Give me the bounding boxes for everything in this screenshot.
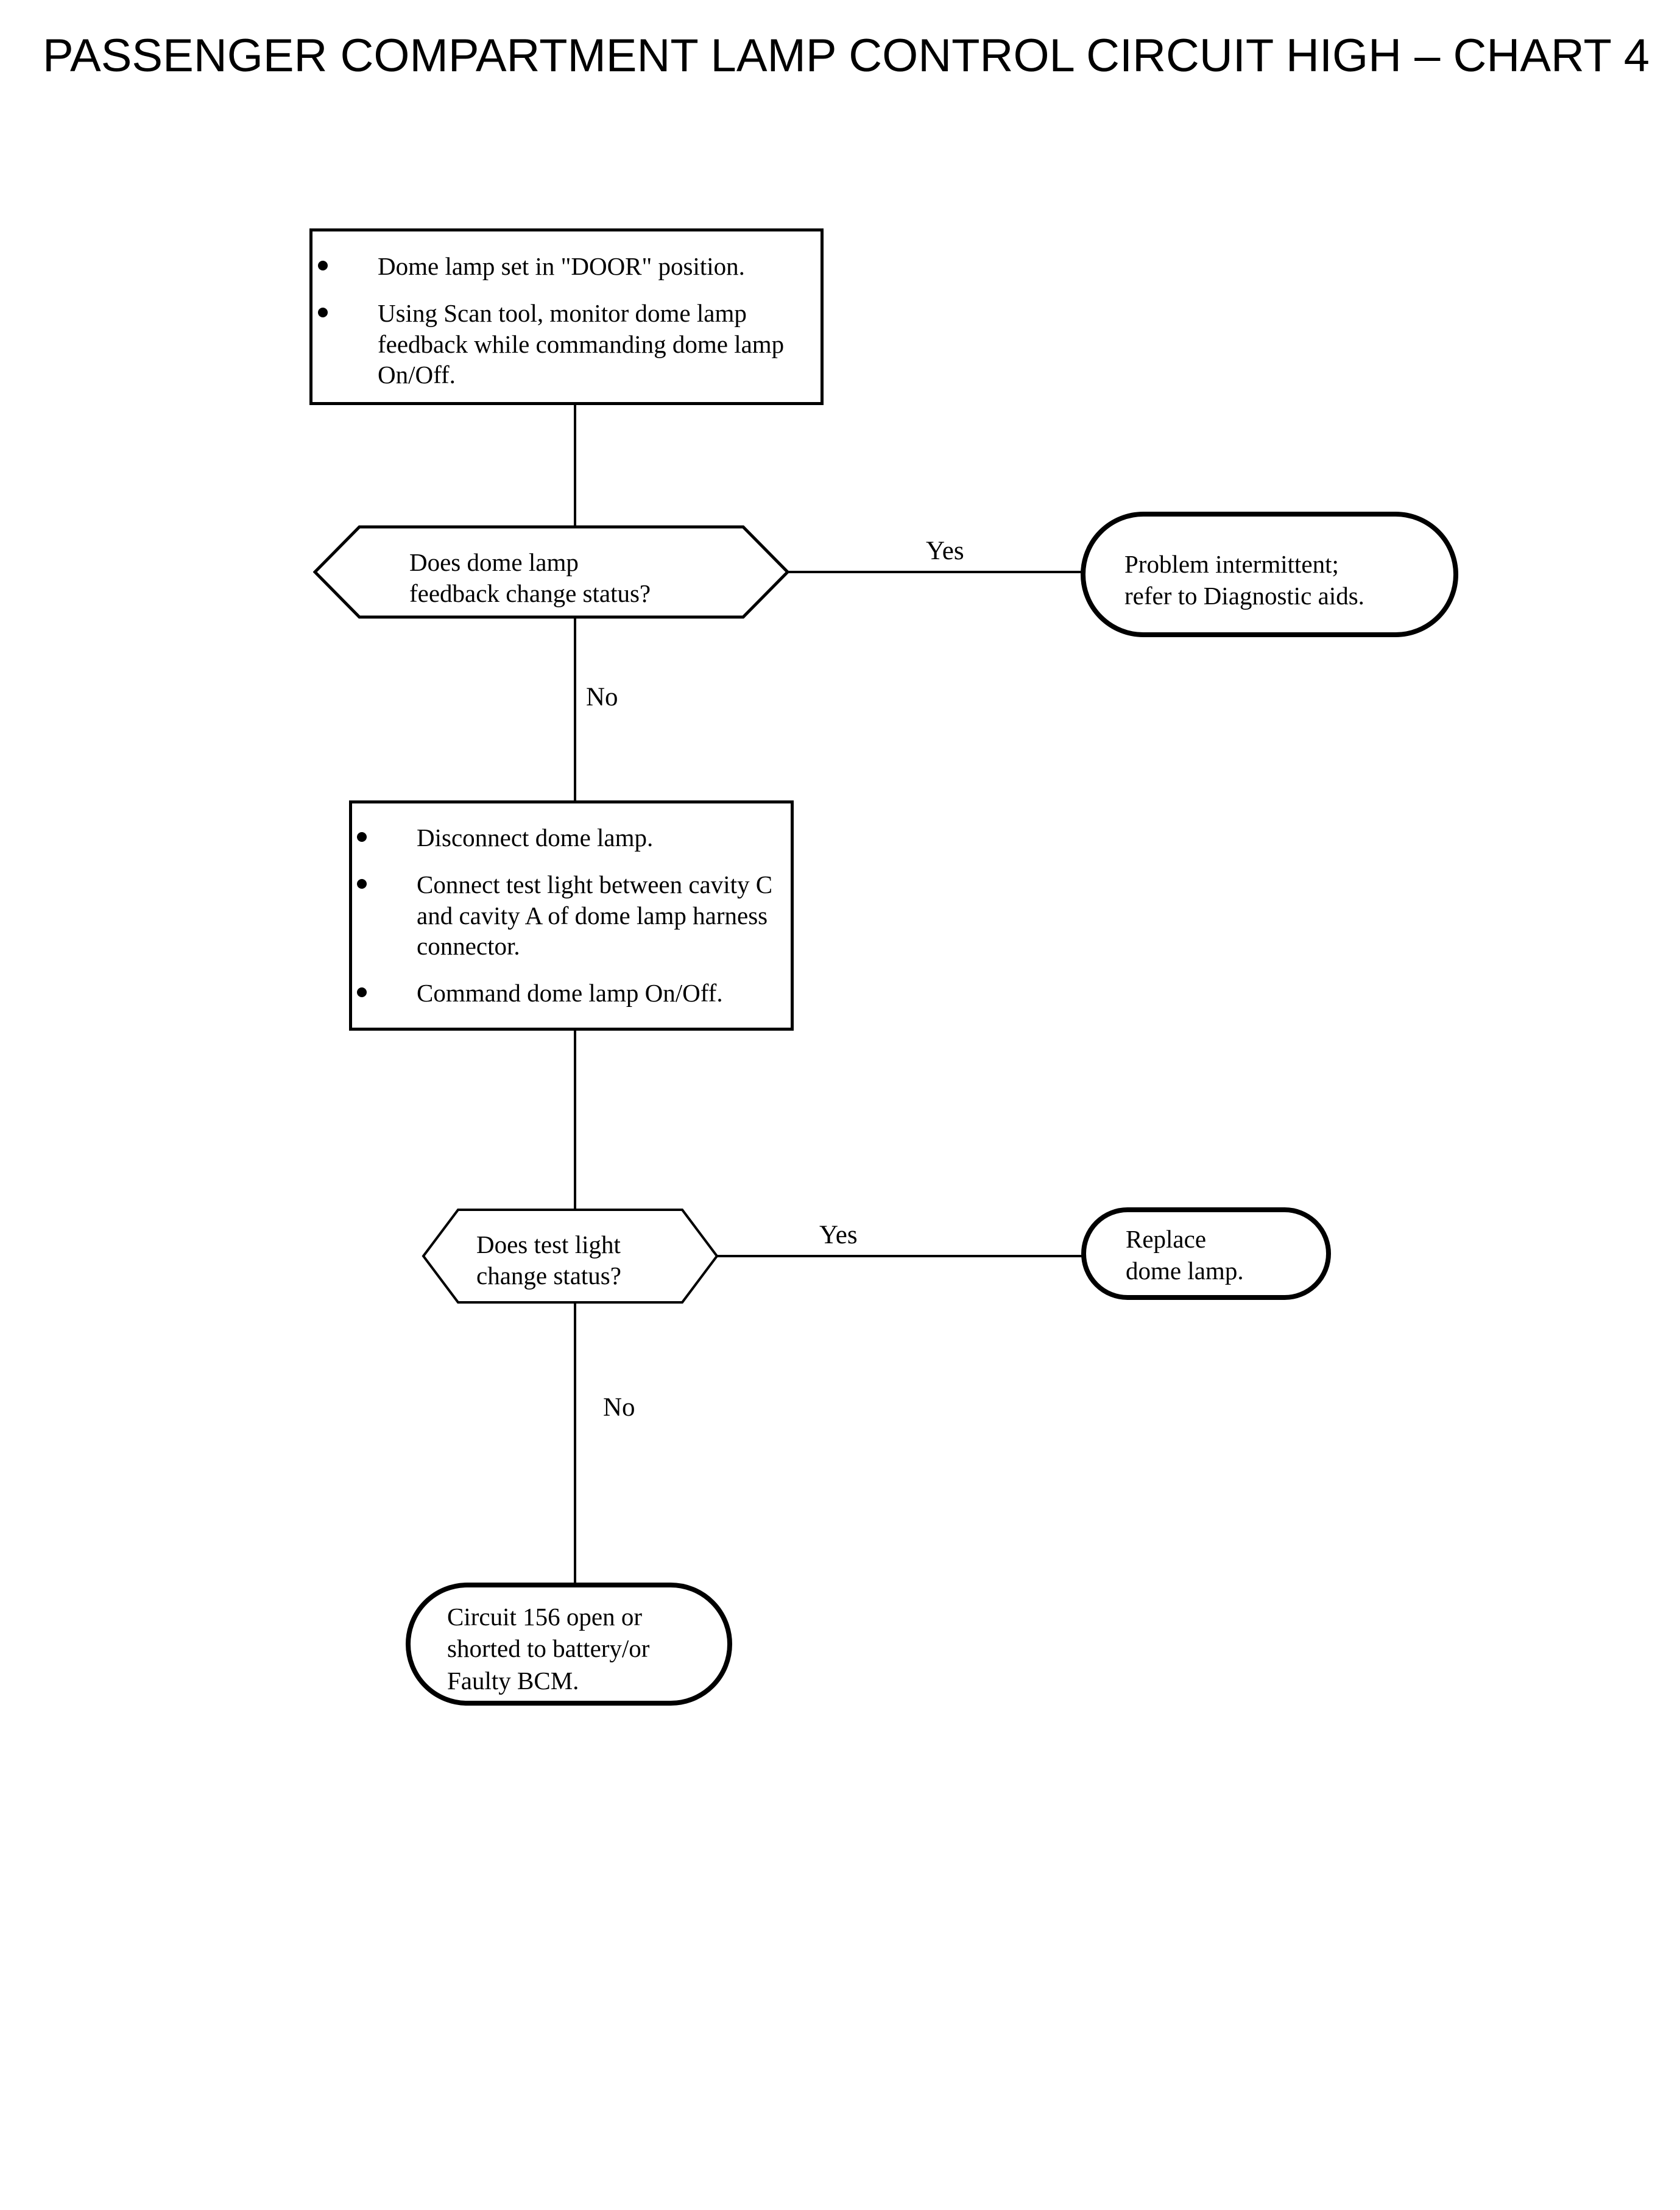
step1-bullet-list: Dome lamp set in "DOOR" position. Using … bbox=[314, 251, 796, 390]
terminal-result-3 bbox=[406, 1583, 732, 1706]
result-3-line1: Circuit 156 open or bbox=[447, 1603, 642, 1631]
branch-label-decision2-yes: Yes bbox=[819, 1221, 858, 1249]
bullet-icon bbox=[318, 307, 328, 317]
list-item: Disconnect dome lamp. bbox=[353, 822, 774, 853]
decision-2-line1: Does test light bbox=[476, 1230, 621, 1259]
decision-2-label: Does test light change status? bbox=[476, 1229, 720, 1292]
result-1-line1: Problem intermittent; bbox=[1124, 550, 1339, 578]
connector-decision2-no bbox=[574, 1302, 576, 1584]
step2-bullet-2: Connect test light between cavity C and … bbox=[417, 870, 773, 961]
list-item: Command dome lamp On/Off. bbox=[353, 978, 774, 1009]
terminal-result-3-label: Circuit 156 open or shorted to battery/o… bbox=[447, 1601, 721, 1696]
branch-label-decision1-no: No bbox=[586, 683, 618, 711]
bullet-icon bbox=[318, 261, 328, 270]
decision-1-label: Does dome lamp feedback change status? bbox=[409, 547, 750, 610]
process-box-step1 bbox=[309, 228, 824, 405]
step2-bullet-list: Disconnect dome lamp. Connect test light… bbox=[353, 822, 774, 1009]
result-3-line2: shorted to battery/or bbox=[447, 1634, 650, 1663]
step2-bullet-3: Command dome lamp On/Off. bbox=[417, 979, 723, 1008]
terminal-result-2-label: Replace dome lamp. bbox=[1126, 1223, 1321, 1287]
page-title: PASSENGER COMPARTMENT LAMP CONTROL CIRCU… bbox=[43, 30, 1650, 82]
result-2-line1: Replace bbox=[1126, 1225, 1207, 1253]
result-2-line2: dome lamp. bbox=[1126, 1257, 1244, 1285]
bullet-icon bbox=[357, 832, 367, 842]
bullet-icon bbox=[357, 878, 367, 889]
step1-bullet-2: Using Scan tool, monitor dome lamp feedb… bbox=[378, 298, 785, 389]
connector-decision1-no bbox=[574, 618, 576, 802]
step1-bullet-1: Dome lamp set in "DOOR" position. bbox=[378, 252, 745, 280]
list-item: Dome lamp set in "DOOR" position. bbox=[314, 251, 796, 282]
connector-step1-to-decision1 bbox=[574, 405, 576, 542]
branch-label-decision2-no: No bbox=[603, 1393, 635, 1422]
terminal-result-1 bbox=[1081, 512, 1458, 637]
process-box-step2 bbox=[349, 800, 794, 1031]
result-3-line3: Faulty BCM. bbox=[447, 1666, 579, 1695]
connector-decision1-yes bbox=[787, 571, 1083, 573]
decision-1-line1: Does dome lamp bbox=[409, 548, 579, 576]
result-1-line2: refer to Diagnostic aids. bbox=[1124, 582, 1364, 610]
connector-decision2-yes bbox=[717, 1255, 1082, 1257]
branch-label-decision1-yes: Yes bbox=[926, 537, 964, 565]
step2-bullet-1: Disconnect dome lamp. bbox=[417, 824, 654, 852]
list-item: Using Scan tool, monitor dome lamp feedb… bbox=[314, 298, 796, 390]
decision-2-line2: change status? bbox=[476, 1262, 621, 1290]
terminal-result-2 bbox=[1081, 1207, 1331, 1300]
decision-1-line2: feedback change status? bbox=[409, 579, 651, 608]
connector-step2-to-decision2 bbox=[574, 1031, 576, 1213]
bullet-icon bbox=[357, 987, 367, 998]
terminal-result-1-label: Problem intermittent; refer to Diagnosti… bbox=[1124, 548, 1441, 612]
list-item: Connect test light between cavity C and … bbox=[353, 869, 774, 962]
